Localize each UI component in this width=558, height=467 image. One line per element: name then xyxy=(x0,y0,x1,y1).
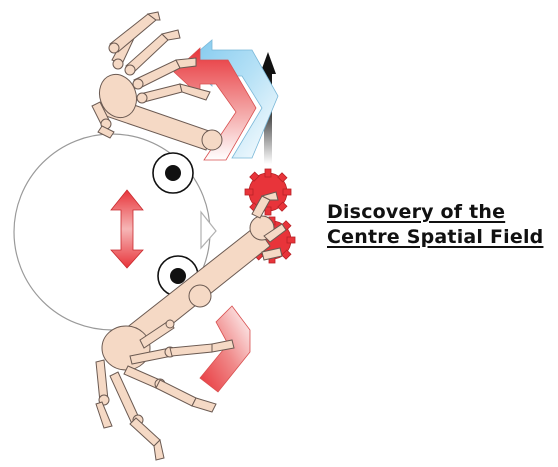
title-line-1: Discovery of the xyxy=(327,201,505,223)
black-dot-ring-icon xyxy=(153,153,193,193)
title-line-2: Centre Spatial Field xyxy=(327,226,543,248)
